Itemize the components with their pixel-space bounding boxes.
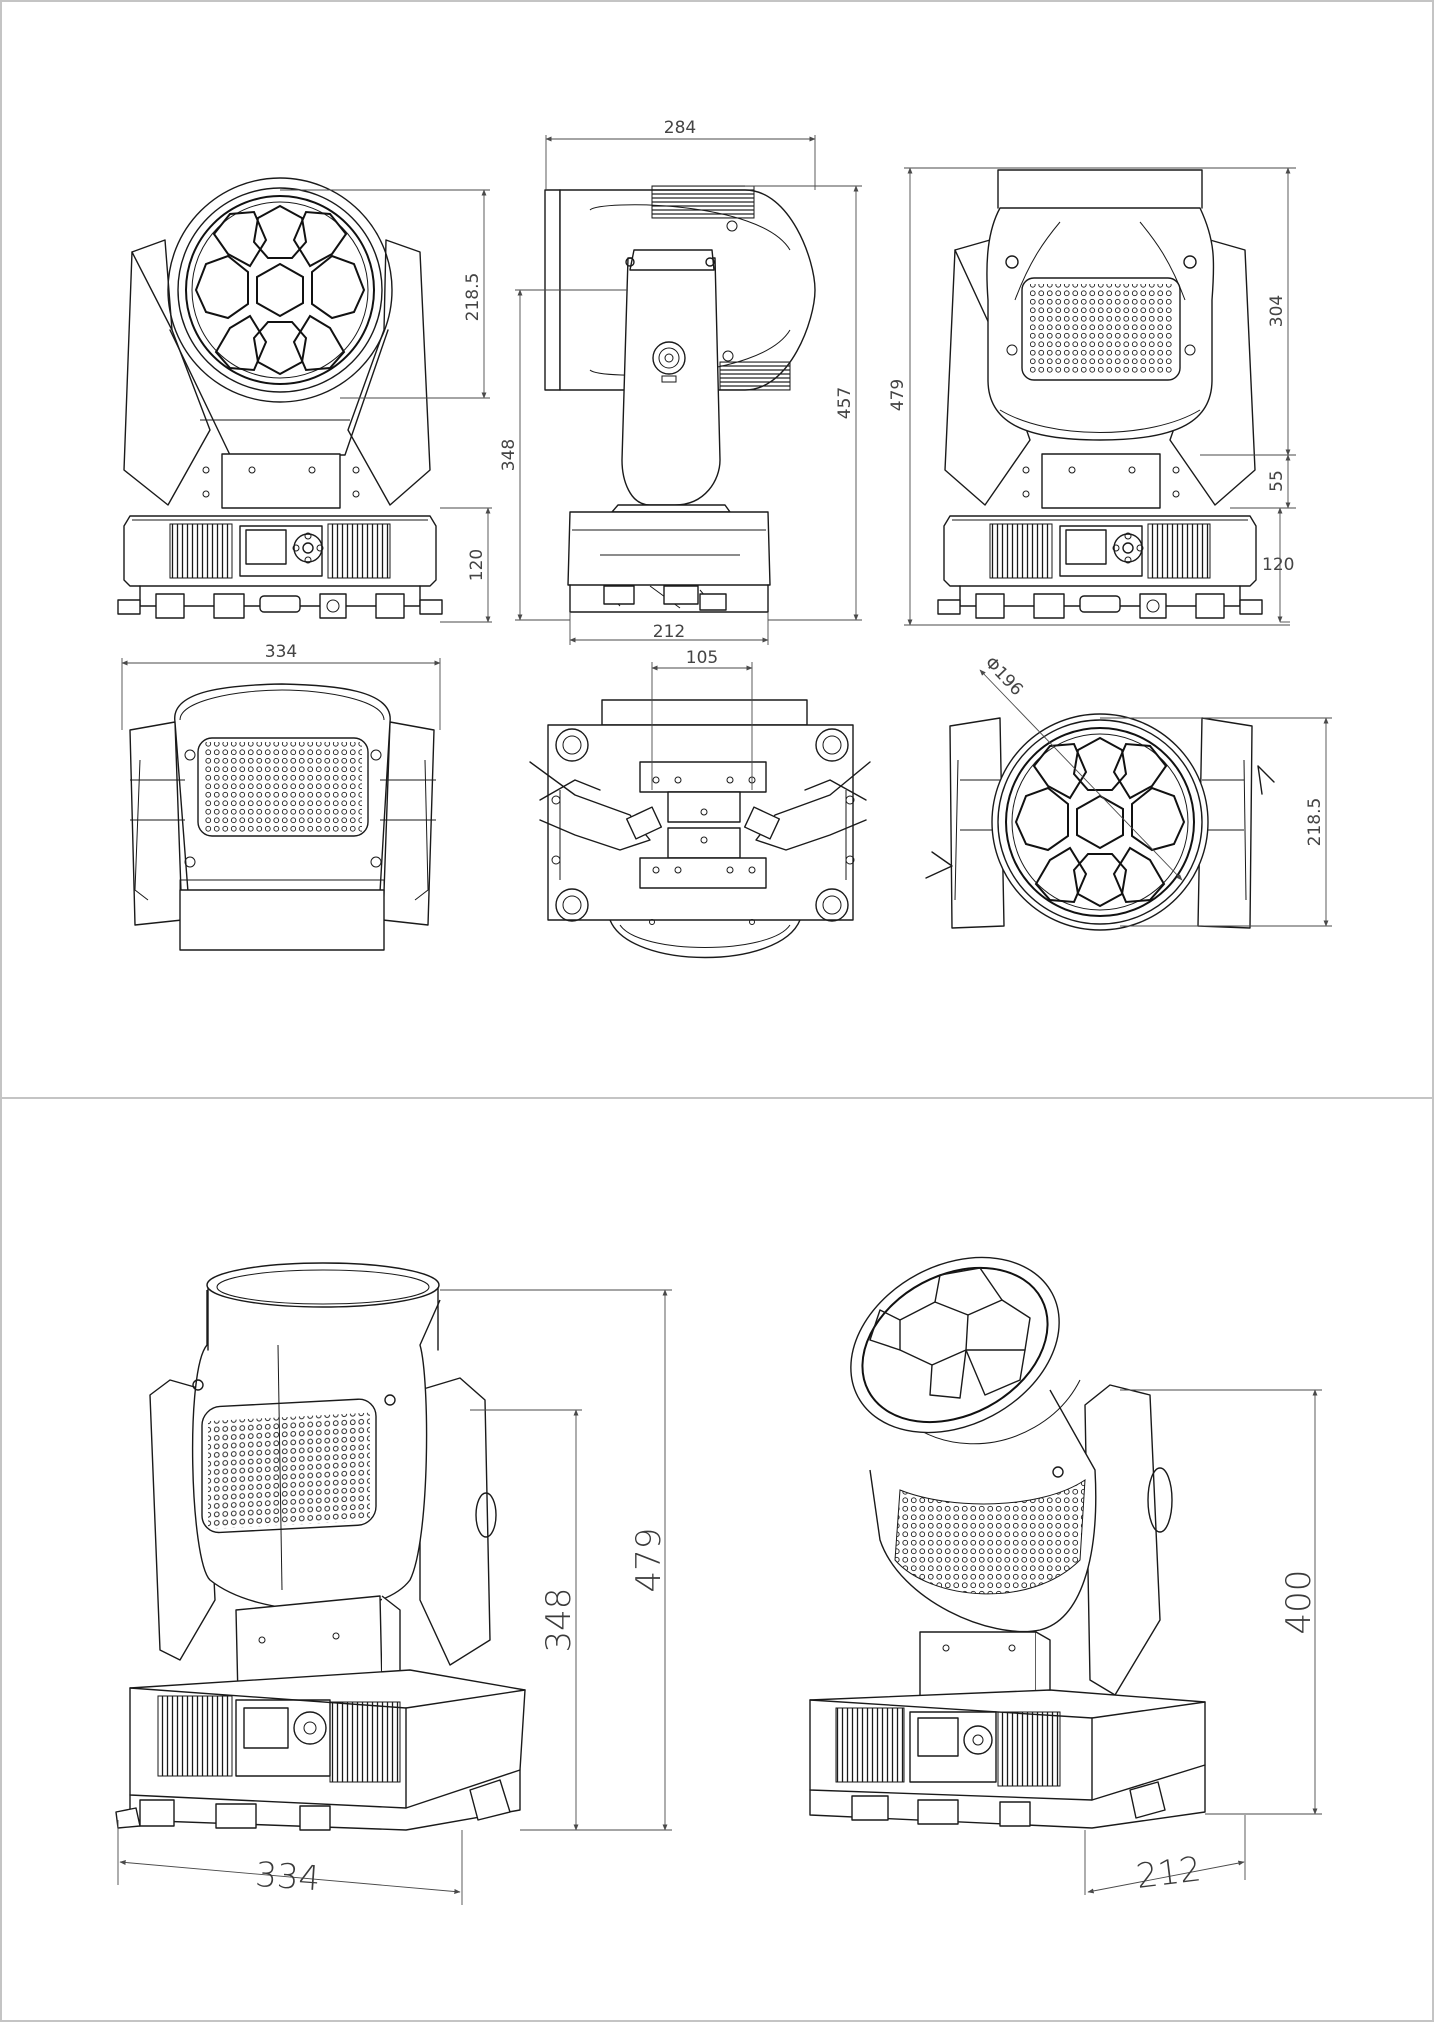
dim-side-total-height: 457	[835, 387, 855, 419]
bottom-view	[529, 699, 871, 959]
dim-iso-left-total: 479	[629, 1528, 669, 1593]
dim-side-width: 284	[664, 118, 696, 138]
isometric-front-view	[809, 1256, 1206, 1829]
dim-iso-right-height: 400	[1279, 1570, 1319, 1635]
dim-top-width: 334	[265, 642, 297, 662]
dim-iso-left-width: 334	[254, 1855, 322, 1899]
dim-lens-top-height: 218.5	[1305, 798, 1325, 847]
dim-lens-diameter: Φ196	[980, 653, 1026, 700]
front-view	[117, 177, 443, 619]
dimension-labels: 218.5 120 284 348 457 212 479 304 55 120…	[254, 118, 1325, 1899]
dim-iso-right-width: 212	[1134, 1849, 1203, 1897]
lens-top-view	[925, 713, 1275, 931]
dim-back-head-height: 304	[1267, 295, 1287, 327]
dim-front-lens-height: 218.5	[463, 273, 483, 322]
dim-back-gap: 55	[1267, 470, 1287, 492]
dim-side-base-width: 212	[653, 622, 685, 642]
isometric-back-view	[115, 1262, 526, 1831]
dimension-lines	[117, 135, 1332, 1905]
dim-iso-left-arm: 348	[539, 1588, 579, 1653]
dim-side-arm-height: 348	[499, 439, 519, 471]
top-view	[129, 683, 436, 951]
dim-back-base-height: 120	[1262, 555, 1294, 575]
dim-bracket-spacing: 105	[686, 648, 718, 668]
dim-back-total-height: 479	[888, 379, 908, 411]
dim-front-base-height: 120	[467, 549, 487, 581]
side-view	[544, 185, 816, 613]
back-view	[937, 169, 1263, 619]
